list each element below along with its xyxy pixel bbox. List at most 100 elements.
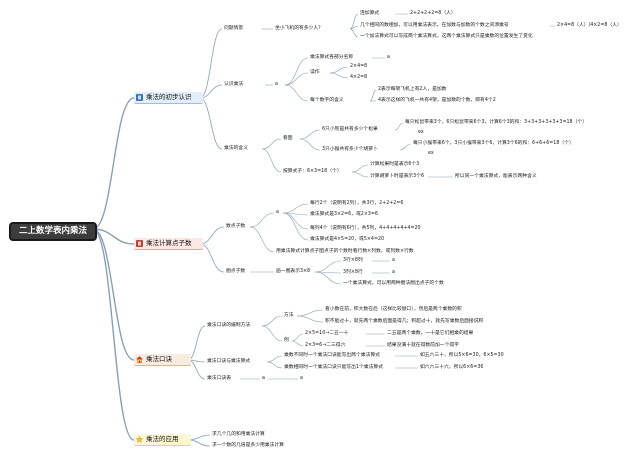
- node-number-meaning[interactable]: 每个数字的含义: [310, 98, 344, 103]
- node-meaning-4[interactable]: 4表示这样的飞机一共有4架，是加数的个数，即有4个2: [378, 98, 496, 103]
- connector-line: [282, 212, 309, 241]
- node-3-rows[interactable]: 3行×8列: [343, 258, 363, 263]
- node-same-addends[interactable]: 几个相同的数相加，可以用乘法表示。在加数与加数的个数之间添乘号: [360, 23, 509, 28]
- node-dots-row-3[interactable]: 每列4个（说明有6行），共5列，4+4+4+4+4=20: [310, 226, 421, 231]
- branch-multiplication-intro[interactable]: 乘法的初步认识: [134, 92, 203, 104]
- node-3-cols[interactable]: 3列×8行: [343, 270, 363, 275]
- connector-line: [299, 129, 321, 140]
- connector-line: [249, 226, 275, 253]
- node-rhyme-table[interactable]: 乘法口诀表: [207, 376, 231, 381]
- connector-line: [329, 72, 349, 79]
- node-a: a: [392, 258, 395, 263]
- node-a: a: [262, 376, 265, 381]
- node-example-1-note[interactable]: 二五是两个乘数，一十是它们相乘的结果: [387, 331, 474, 336]
- connector-line: [249, 212, 275, 228]
- connector-line: [349, 28, 359, 38]
- connector-line: [266, 355, 283, 363]
- node-method-2[interactable]: 积不能过十，就先两个乘数后面是得几；积超过十，就先写乘数后面接说积: [325, 319, 484, 324]
- node-dots-row-4[interactable]: 乘法算式是4×5=20，或5×4=20: [310, 237, 385, 242]
- branch-application[interactable]: 乘法的应用: [134, 434, 191, 446]
- branch-label: 乘法口诀: [146, 355, 172, 363]
- blue-book-icon: [136, 94, 143, 101]
- connector-line: [291, 340, 304, 347]
- branch-label: 乘法的应用: [146, 435, 179, 443]
- node-parts-names[interactable]: 乘法算式各部分名称: [310, 55, 354, 60]
- node-bear-answer[interactable]: 每只松鼠带来3个，6只松鼠带来6个3，计算6个3的和：3+3+3+3+3+3=1…: [405, 120, 587, 125]
- node-know-multiplication[interactable]: 认识乘法: [224, 82, 244, 87]
- node-ex: ex: [418, 130, 424, 135]
- star-icon: [135, 435, 144, 444]
- connector-line: [369, 89, 377, 102]
- connector-line: [296, 315, 324, 323]
- node-formula-2x4[interactable]: 2×4=8: [350, 64, 368, 69]
- connector-line: [266, 361, 283, 369]
- node-by-conclusion[interactable]: 所以同一个乘法算式，能表示两种含义: [455, 174, 537, 179]
- node-addition-label[interactable]: 连加算式: [360, 11, 380, 16]
- node-formula-4x2[interactable]: 4×2=8: [350, 75, 368, 80]
- node-by-formula[interactable]: 按算式子：6×3=18（个）: [283, 169, 342, 174]
- node-rhyme-formula[interactable]: 乘法口诀与乘法算式: [207, 359, 251, 364]
- node-addition-formula[interactable]: 2+2+2+2=8（人）: [410, 11, 456, 16]
- connector-line: [284, 72, 309, 86]
- node-rhyme-x2[interactable]: 乘数相同时一个乘法口诀只能写出1个乘法算式: [284, 365, 383, 370]
- node-application-2[interactable]: 求一个数的几倍是多少用乘法计算: [212, 443, 284, 448]
- node-a: a: [276, 210, 279, 215]
- connector-line: [199, 243, 225, 273]
- node-draw-circle[interactable]: 画一圈表示3×8: [276, 269, 311, 274]
- connector-line: [284, 84, 309, 102]
- node-read-as[interactable]: 读作: [310, 70, 320, 75]
- node-rabbit-question[interactable]: 3只小猴共有多少个胡萝卜: [322, 147, 378, 152]
- connector-line: [261, 138, 282, 150]
- node-example[interactable]: 例: [284, 338, 289, 343]
- connector-line: [299, 138, 321, 151]
- node-method[interactable]: 方法: [284, 313, 294, 318]
- node-application-1[interactable]: 求几个几的和用乘法计算: [212, 432, 265, 437]
- connector-line: [261, 148, 282, 173]
- node-dots-row-2[interactable]: 乘法算式是3×2=6，或2×3=6: [310, 212, 378, 217]
- node-dots-row-1[interactable]: 每行2个（说明有2列），共3行，2+2+2=6: [310, 201, 404, 206]
- node-one-to-two[interactable]: 一个加法算式可以写成两个乘法算式，这两个乘法算式只是乘数的位置发生了变化: [360, 34, 533, 39]
- connector-line: [351, 171, 369, 178]
- node-count-dots[interactable]: 数点子数: [226, 224, 246, 229]
- connector-line: [92, 228, 135, 245]
- node-example-1[interactable]: 2×5=10→二五一十: [305, 331, 349, 336]
- connector-line: [349, 13, 359, 30]
- node-circle-dots[interactable]: 圈点子数: [226, 269, 246, 274]
- node-by-carrot[interactable]: 计算胡萝卜时是表示3个6: [370, 174, 425, 179]
- node-example-2-note[interactable]: 结果没满十就在得数前加一个得字: [387, 343, 459, 348]
- connector-line: [284, 57, 309, 86]
- branch-multiplication-table[interactable]: 乘法口诀: [134, 354, 191, 366]
- node-by-pinecone[interactable]: 计算松果时是表示6个3: [370, 162, 420, 167]
- node-look-picture[interactable]: 看图: [283, 136, 293, 141]
- node-rhyme-x1-example[interactable]: 如五六三十，所以5×6=30，6×5=30: [420, 353, 504, 358]
- connector-line: [399, 143, 412, 151]
- connector-line: [351, 164, 369, 173]
- red-book-icon: [136, 240, 143, 247]
- node-question[interactable]: 坐小飞机的有多少人？: [275, 26, 323, 31]
- node-bear-question[interactable]: 6只小熊是共有多少个松果: [322, 127, 378, 132]
- node-dots-rule[interactable]: 用乘法算式计算点子图点子的个数时看行数×列数，或列数×行数: [276, 249, 414, 254]
- node-rhyme-method[interactable]: 乘法口诀的编制方法: [207, 323, 251, 328]
- connector-line: [282, 203, 309, 214]
- node-example-2[interactable]: 2×3=6→二三得六: [305, 343, 346, 348]
- connector-line: [261, 325, 283, 342]
- node-method-1[interactable]: 看小数在前，积大数在后（这样比较顺口），然后是两个乘数的积: [325, 307, 462, 312]
- branch-label: 乘法计算点子数: [146, 239, 192, 247]
- connector-line: [92, 97, 135, 230]
- node-problem-situation[interactable]: 问题情景: [224, 26, 244, 31]
- node-same-formula[interactable]: 2×4=8（人）/4×2=8（人）: [557, 23, 622, 28]
- node-rhyme-x2-example[interactable]: 如六六三十六，所以6×6=36: [420, 365, 484, 370]
- house-icon: [136, 356, 143, 363]
- connector-line: [329, 66, 349, 74]
- node-two-ways[interactable]: 一个乘法算式，可以用两种圈法圈出点子的个数: [343, 281, 444, 286]
- node-meaning-2[interactable]: 2表示每架飞机上有2人，是加数: [378, 87, 447, 92]
- connector-line: [261, 315, 283, 327]
- connector-line: [199, 97, 223, 150]
- node-rabbit-answer[interactable]: 每只小猴带来6个，3只小猴带来3个6，计算3个6的和：6+6+6=18（个）: [413, 141, 574, 146]
- node-multiplication-meaning[interactable]: 乘法的含义: [224, 146, 248, 151]
- node-rhyme-x1[interactable]: 乘数不同时一个乘法口诀能写出两个乘法算式: [284, 353, 380, 358]
- branch-dot-counting[interactable]: 乘法计算点子数: [134, 238, 203, 250]
- root-node[interactable]: 二上数学表内乘法: [9, 222, 97, 241]
- node-ex: ex: [428, 151, 434, 156]
- connector-line: [199, 226, 225, 245]
